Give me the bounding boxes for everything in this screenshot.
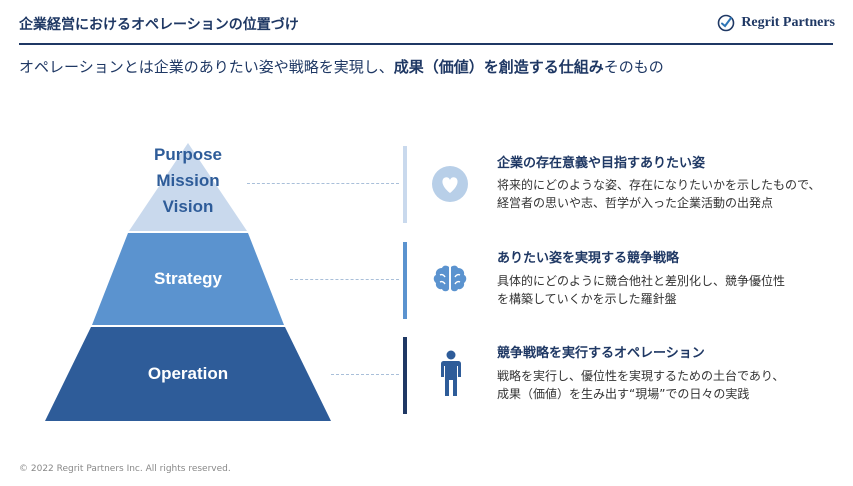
pyramid-label-mission: Mission xyxy=(156,171,220,190)
connector-line-middle xyxy=(290,279,399,280)
header-divider xyxy=(19,43,833,45)
brain-icon xyxy=(430,258,470,302)
page-subtitle: オペレーションとは企業のありたい姿や戦略を実現し、成果（価値）を創造する仕組みそ… xyxy=(19,56,664,77)
heart-icon xyxy=(431,165,469,207)
card-title-vision: 企業の存在意義や目指すありたい姿 xyxy=(497,156,706,171)
tier-bar-middle xyxy=(403,242,407,319)
pyramid-bottom-tier xyxy=(45,327,331,421)
pyramid-label-strategy: Strategy xyxy=(153,269,223,288)
card-desc-operation-line1: 戦略を実行し、優位性を実現するための土台であり、 xyxy=(497,369,785,383)
pyramid-middle-tier xyxy=(92,233,284,325)
card-desc-vision-line1: 将来的にどのような姿、存在になりたいかを示したもので、 xyxy=(497,178,821,192)
subtitle-emphasis: 成果（価値）を創造する仕組み xyxy=(393,58,604,76)
pyramid-top-label: Purpose Mission Vision xyxy=(128,142,248,220)
card-desc-vision-line2: 経営者の思いや志、哲学が入った企業活動の出発点 xyxy=(497,196,774,210)
card-title-operation: 競争戦略を実行するオペレーション xyxy=(497,346,705,361)
subtitle-suffix: そのもの xyxy=(603,58,664,76)
card-desc-operation-line2: 成果（価値）を生み出す“現場”での日々の実践 xyxy=(497,387,750,401)
subtitle-prefix: オペレーションとは企業のありたい姿や戦略を実現し、 xyxy=(19,58,394,76)
card-desc-strategy: 具体的にどのように競合他社と差別化し、競争優位性 を構築していくかを示した羅針盤 xyxy=(497,272,785,308)
connector-line-top xyxy=(247,183,399,184)
connector-line-bottom xyxy=(331,374,399,375)
check-circle-icon xyxy=(718,14,735,32)
card-title-strategy: ありたい姿を実現する競争戦略 xyxy=(497,251,680,266)
card-desc-strategy-line1: 具体的にどのように競合他社と差別化し、競争優位性 xyxy=(497,274,786,288)
pyramid-label-vision: Vision xyxy=(162,197,214,216)
copyright-footer: © 2022 Regrit Partners Inc. All rights r… xyxy=(19,464,231,474)
pyramid-label-operation: Operation xyxy=(147,364,229,383)
page-title: 企業経営におけるオペレーションの位置づけ xyxy=(19,17,299,33)
tier-bar-top xyxy=(403,146,407,223)
pyramid-top-tier xyxy=(129,143,247,231)
card-desc-vision: 将来的にどのような姿、存在になりたいかを示したもので、 経営者の思いや志、哲学が… xyxy=(497,176,821,212)
person-icon xyxy=(439,350,463,402)
card-desc-strategy-line2: を構築していくかを示した羅針盤 xyxy=(497,292,677,306)
pyramid-label-purpose: Purpose xyxy=(153,145,223,164)
tier-bar-bottom xyxy=(403,337,407,414)
brand-logo: Regrit Partners xyxy=(717,14,835,32)
brand-name: Regrit Partners xyxy=(741,15,835,30)
card-desc-operation: 戦略を実行し、優位性を実現するための土台であり、 成果（価値）を生み出す“現場”… xyxy=(497,367,784,403)
